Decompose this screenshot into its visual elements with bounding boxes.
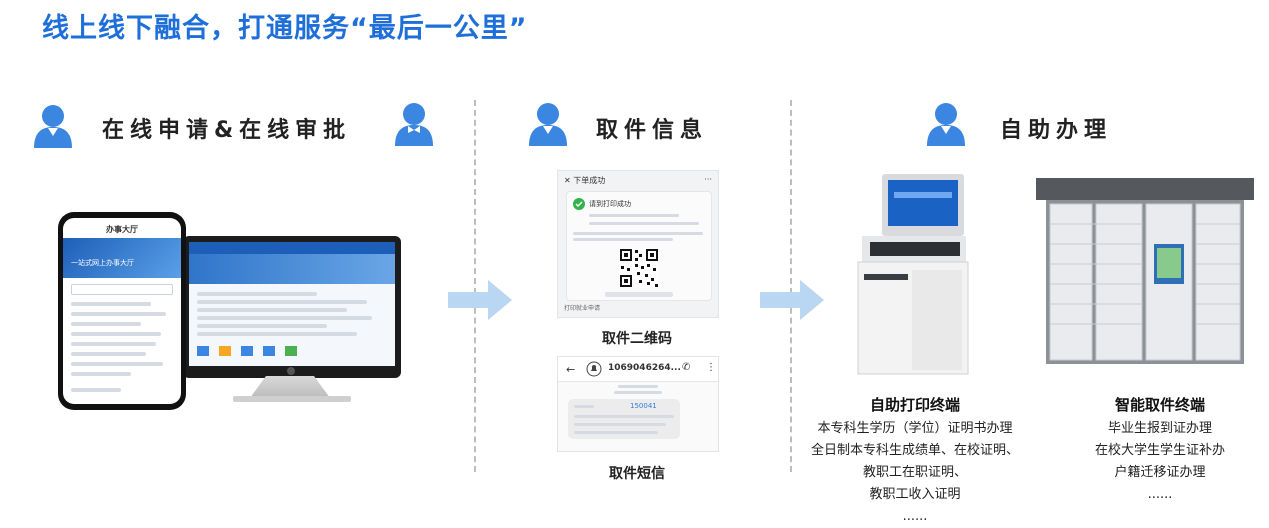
- section-title-pickup: 取件信息: [596, 118, 709, 143]
- user-icon: [927, 103, 965, 146]
- phone-call-icon[interactable]: ✆: [682, 362, 691, 373]
- list-item: 户籍迁移证办理: [1114, 465, 1206, 480]
- mobile-phone: 办事大厅 一站式网上办事大厅: [58, 212, 186, 410]
- list-item: 教职工在职证明、: [862, 465, 967, 480]
- success-text: 请到打印成功: [589, 200, 631, 208]
- smart-pickup-locker: [1036, 178, 1254, 364]
- qr-code-icon: [619, 248, 659, 288]
- arrow-right-icon: [760, 280, 824, 320]
- terminal-title-print: 自助打印终端: [869, 396, 960, 414]
- desktop-monitor: [183, 236, 401, 378]
- close-icon[interactable]: ✕: [564, 176, 571, 185]
- phone-screen: 办事大厅 一站式网上办事大厅: [63, 218, 181, 404]
- user-icon: [529, 103, 567, 146]
- back-arrow-icon[interactable]: ←: [566, 363, 576, 376]
- order-header: ✕ 下单成功: [564, 176, 606, 185]
- notification-bell-icon: [586, 361, 602, 377]
- sms-pickup-code: 150041: [630, 402, 657, 410]
- phone-app-title: 办事大厅: [106, 225, 138, 234]
- self-print-kiosk: [857, 174, 969, 375]
- staff-icon: [395, 103, 433, 146]
- section-divider: [790, 100, 792, 472]
- user-icon: [34, 105, 72, 148]
- more-menu-icon[interactable]: ···: [704, 175, 712, 184]
- monitor-screen: [189, 242, 395, 366]
- monitor-base: [233, 396, 351, 402]
- sms-caption: 取件短信: [609, 466, 665, 482]
- order-success-screenshot: ✕ 下单成功 ··· 请到打印成功 打印就业申请: [557, 170, 719, 318]
- order-footer: 打印就业申请: [564, 305, 601, 312]
- terminal-title-locker: 智能取件终端: [1114, 396, 1205, 414]
- success-check-icon: [573, 198, 585, 210]
- phone-banner: 一站式网上办事大厅: [71, 259, 134, 267]
- section-title-self-service: 自助办理: [1000, 118, 1113, 143]
- sms-sender: 1069046264...: [608, 363, 681, 373]
- terminal-items-print: 本专科生学历（学位）证明书办理 全日制本专科生成绩单、在校证明、 教职工在职证明…: [800, 418, 1030, 528]
- apple-logo-icon: [287, 367, 295, 375]
- list-item: 在校大学生学生证补办: [1094, 443, 1225, 458]
- list-item: 本专科生学历（学位）证明书办理: [817, 421, 1013, 436]
- section-title-online: 在线申请&在线审批: [102, 118, 352, 143]
- sms-screenshot: ← 1069046264... ✆ ⋮ 150041: [557, 356, 719, 452]
- qr-caption: 取件二维码: [602, 331, 672, 347]
- page-headline: 线上线下融合，打通服务“最后一公里”: [42, 13, 528, 44]
- list-item: ......: [1147, 487, 1173, 502]
- monitor-stand: [250, 376, 330, 398]
- section-divider: [474, 100, 476, 472]
- arrow-right-icon: [448, 280, 512, 320]
- list-item: ......: [902, 509, 928, 524]
- list-item: 全日制本专科生成绩单、在校证明、: [810, 443, 1019, 458]
- list-item: 毕业生报到证办理: [1107, 421, 1212, 436]
- phone-search-input[interactable]: [71, 284, 173, 295]
- sms-bubble: 150041: [568, 399, 680, 439]
- list-item: 教职工收入证明: [869, 487, 961, 502]
- terminal-items-locker: 毕业生报到证办理 在校大学生学生证补办 户籍迁移证办理 ......: [1055, 418, 1265, 506]
- more-vertical-icon[interactable]: ⋮: [706, 362, 716, 373]
